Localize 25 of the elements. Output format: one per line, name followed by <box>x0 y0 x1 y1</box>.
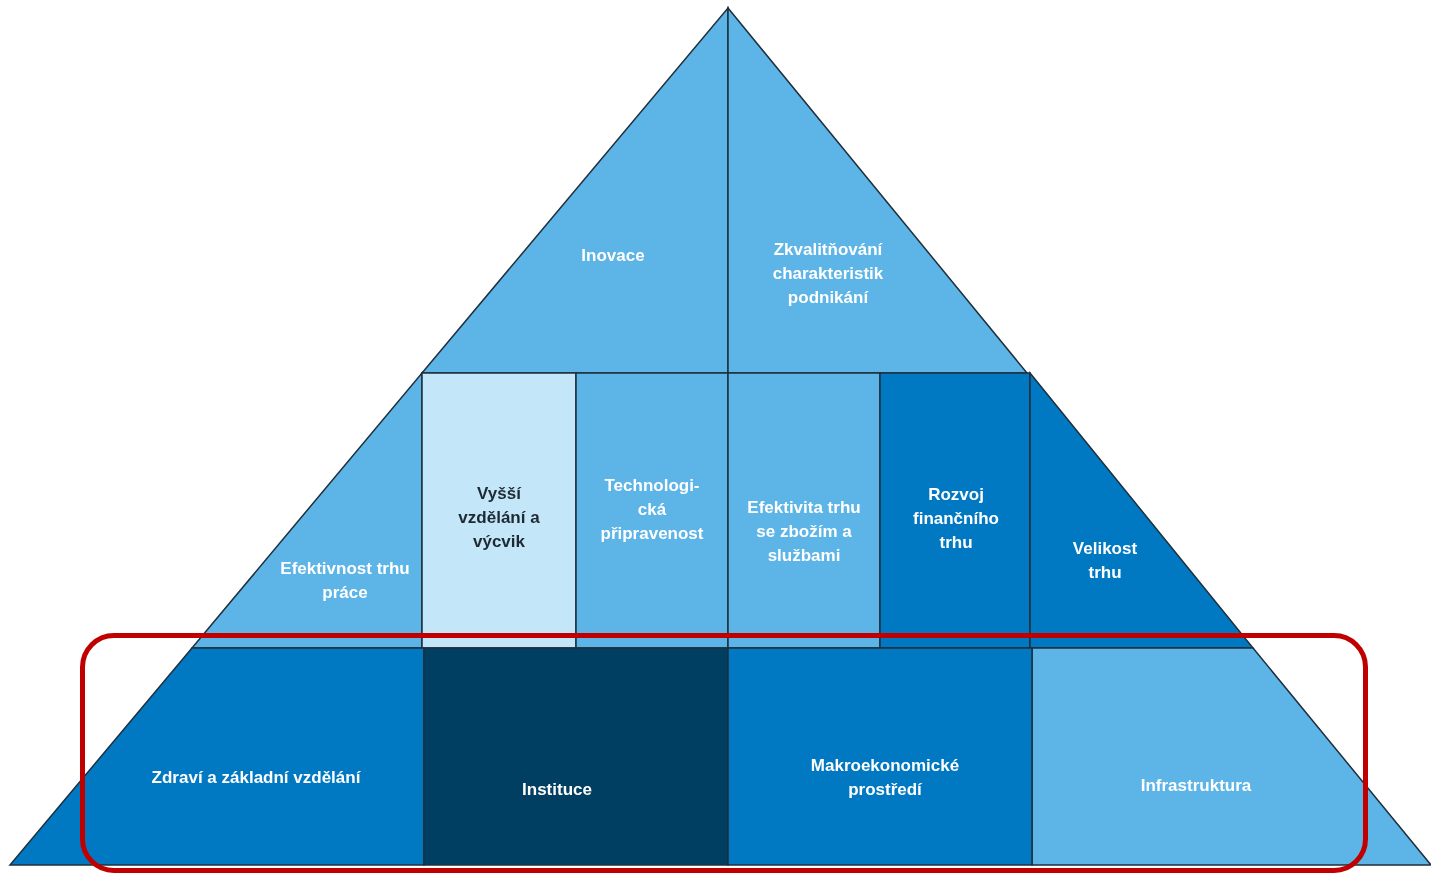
pyramid-segment <box>192 373 422 648</box>
segment-label: Efektivita trhu se zbožím a službami <box>746 497 862 567</box>
segment-label: Infrastruktura <box>1139 775 1253 798</box>
pyramid-segment <box>10 648 424 865</box>
pyramid-segment <box>422 373 576 648</box>
highlight-frame <box>80 633 1368 873</box>
segment-label: Velikost trhu <box>1071 538 1139 584</box>
segment-label: Efektivnost trhu práce <box>280 558 410 604</box>
segment-label: Rozvoj finančního trhu <box>912 484 1000 554</box>
pyramid-segment <box>728 8 1027 373</box>
pyramid-segment <box>1030 373 1253 648</box>
segment-label: Makroekonomické prostředí <box>809 755 961 801</box>
segment-label: Technologi- cká připravenost <box>599 475 705 545</box>
pyramid-segment <box>880 373 1030 648</box>
segment-label: Zkvalitňování charakteristik podnikání <box>771 239 885 309</box>
segment-label: Instituce <box>521 779 593 802</box>
pyramid-segment <box>422 8 728 373</box>
segment-label: Vyšší vzdělání a výcvik <box>457 483 541 553</box>
pyramid-segment <box>1032 648 1431 865</box>
segment-label: Zdraví a základní vzdělání <box>150 767 362 790</box>
pyramid-segment <box>424 648 728 865</box>
pyramid-segment <box>576 373 728 648</box>
pyramid-segment <box>728 648 1032 865</box>
pyramid-segment <box>728 373 880 648</box>
segment-label: Inovace <box>580 245 646 268</box>
